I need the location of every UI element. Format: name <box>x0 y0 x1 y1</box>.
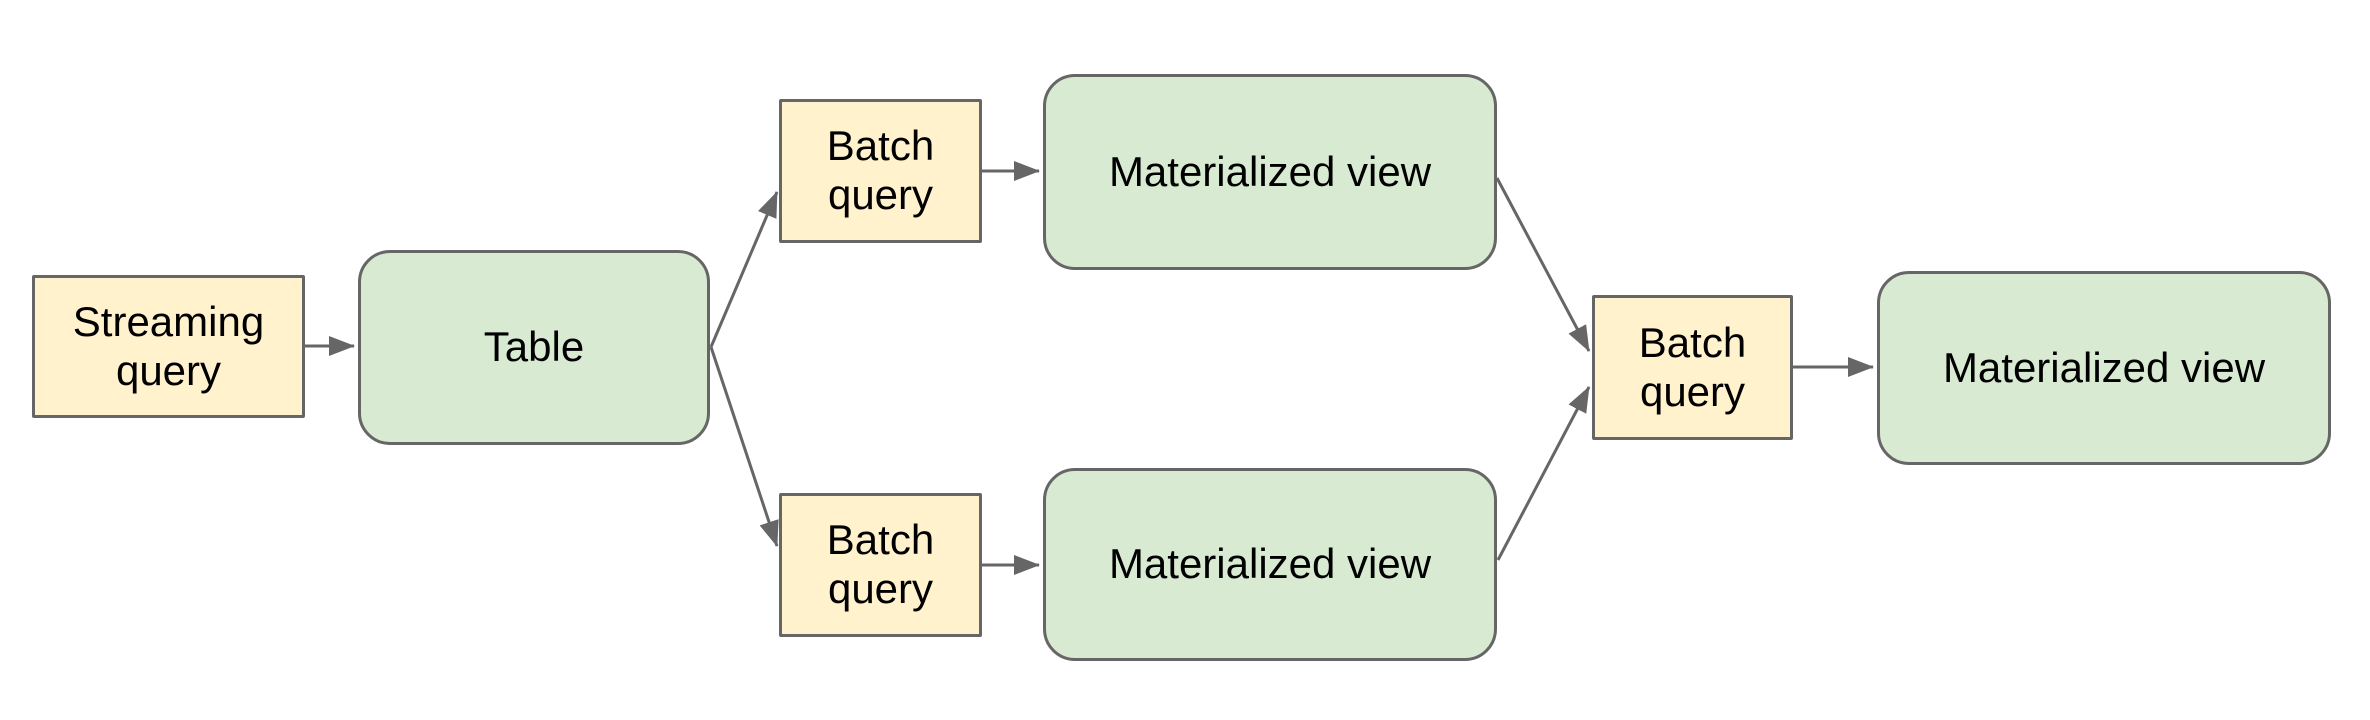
node-materialized-view-right-label: Materialized view <box>1942 343 2266 391</box>
edge-mat-view-bottom-to-batch-query-right <box>1496 386 1591 561</box>
node-batch-query-right-label: Batch query <box>1638 318 1747 415</box>
edge-mat-view-top-to-batch-query-right <box>1495 177 1591 352</box>
node-batch-query-top-label: Batch query <box>826 122 935 218</box>
edge-table-to-batch-query-bottom <box>709 346 779 547</box>
node-table: Table <box>358 250 710 445</box>
node-materialized-view-top: Materialized view <box>1043 74 1497 270</box>
node-batch-query-bottom: Batch query <box>779 493 982 637</box>
edge-table-to-batch-query-top <box>709 191 779 348</box>
node-batch-query-bottom-label: Batch query <box>826 516 935 612</box>
node-materialized-view-right: Materialized view <box>1877 271 2331 465</box>
node-batch-query-right: Batch query <box>1592 295 1793 440</box>
node-streaming-query: Streaming query <box>32 275 305 418</box>
node-batch-query-top: Batch query <box>779 99 982 243</box>
node-materialized-view-top-label: Materialized view <box>1108 147 1432 195</box>
node-streaming-query-label: Streaming query <box>72 297 265 394</box>
node-materialized-view-bottom: Materialized view <box>1043 468 1497 661</box>
node-materialized-view-bottom-label: Materialized view <box>1108 540 1432 588</box>
node-table-label: Table <box>483 323 585 371</box>
